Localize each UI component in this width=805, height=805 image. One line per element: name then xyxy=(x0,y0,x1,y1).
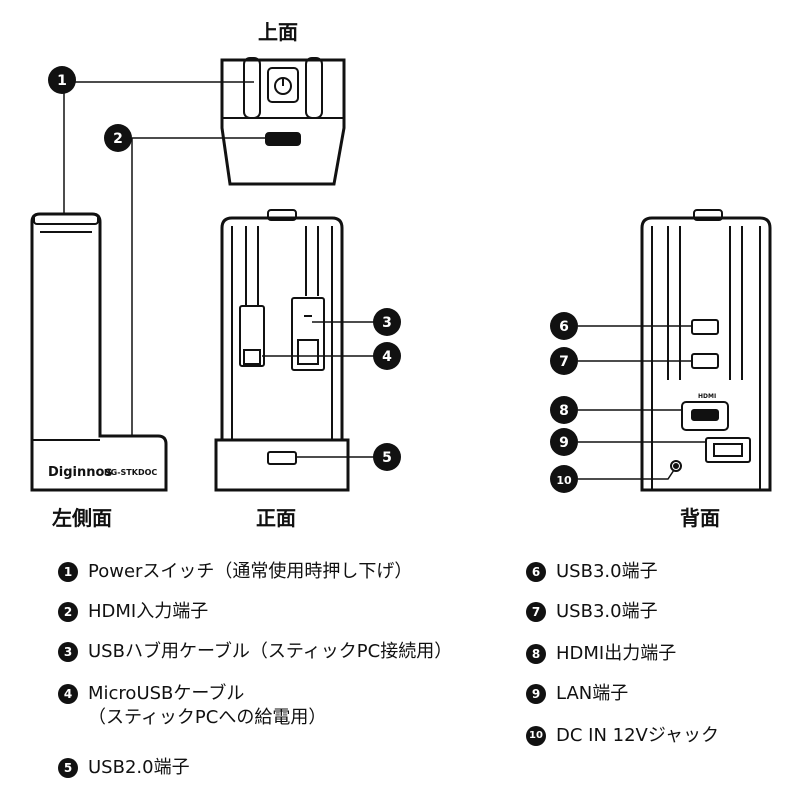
left-side-view-drawing: Diginnos DG-STKDOC xyxy=(30,212,168,492)
legend-badge: 4 xyxy=(58,684,78,704)
legend-badge: 9 xyxy=(526,684,546,704)
top-view-label: 上面 xyxy=(258,20,298,44)
legend-text: USB3.0端子 xyxy=(556,601,658,622)
legend-text: HDMI出力端子 xyxy=(556,643,677,664)
legend-text: LAN端子 xyxy=(556,683,629,704)
front-view-drawing xyxy=(214,209,350,492)
front-view-label: 正面 xyxy=(256,506,296,530)
legend-badge: 5 xyxy=(58,758,78,778)
callout-badge-numbers: 1 2 3 4 5 6 7 8 9 10 xyxy=(57,73,572,487)
left-view-label: 左側面 xyxy=(52,506,112,530)
legend-badge: 10 xyxy=(526,726,546,746)
callout-9: 9 xyxy=(559,435,569,451)
back-view-drawing: HDMI xyxy=(640,209,772,492)
legend-item-8: 8 HDMI出力端子 xyxy=(526,642,676,666)
callout-1: 1 xyxy=(57,73,67,89)
callout-4: 4 xyxy=(382,349,392,365)
callout-badges xyxy=(48,66,578,493)
legend-item-10: 10 DC IN 12Vジャック xyxy=(526,724,719,748)
legend-text: USBハブ用ケーブル（スティックPC接続用） xyxy=(88,641,453,662)
legend-text: HDMI入力端子 xyxy=(88,601,209,622)
callout-6: 6 xyxy=(559,319,569,335)
legend-item-5: 5 USB2.0端子 xyxy=(58,756,190,780)
model-label: DG-STKDOC xyxy=(104,468,157,477)
legend-text: MicroUSBケーブル xyxy=(88,683,245,704)
legend-badge: 7 xyxy=(526,602,546,622)
callout-8: 8 xyxy=(559,403,569,419)
legend-subtext: （スティックPCへの給電用） xyxy=(88,707,327,728)
callout-2: 2 xyxy=(113,131,123,147)
legend-badge: 3 xyxy=(58,642,78,662)
top-view-drawing xyxy=(220,57,346,186)
callout-3: 3 xyxy=(382,315,392,331)
legend-badge: 8 xyxy=(526,644,546,664)
callout-7: 7 xyxy=(559,354,569,370)
legend-text: DC IN 12Vジャック xyxy=(556,725,719,746)
legend-item-1: 1 Powerスイッチ（通常使用時押し下げ） xyxy=(58,560,412,584)
legend-item-3: 3 USBハブ用ケーブル（スティックPC接続用） xyxy=(58,640,452,664)
legend-text: USB2.0端子 xyxy=(88,757,190,778)
legend-item-2: 2 HDMI入力端子 xyxy=(58,600,208,624)
legend-item-6: 6 USB3.0端子 xyxy=(526,560,658,584)
legend-item-4: 4 MicroUSBケーブル （スティックPCへの給電用） xyxy=(58,682,326,730)
legend-item-9: 9 LAN端子 xyxy=(526,682,628,706)
brand-logo: Diginnos xyxy=(48,465,112,480)
back-view-label: 背面 xyxy=(680,506,720,530)
svg-text:HDMI: HDMI xyxy=(698,393,716,400)
legend-badge: 6 xyxy=(526,562,546,582)
legend-text: Powerスイッチ（通常使用時押し下げ） xyxy=(88,561,413,582)
legend-badge: 1 xyxy=(58,562,78,582)
legend-text: USB3.0端子 xyxy=(556,561,658,582)
legend-badge: 2 xyxy=(58,602,78,622)
callout-5: 5 xyxy=(382,450,392,466)
legend-item-7: 7 USB3.0端子 xyxy=(526,600,658,624)
callout-10: 10 xyxy=(556,474,572,487)
leader-lines xyxy=(63,81,706,480)
